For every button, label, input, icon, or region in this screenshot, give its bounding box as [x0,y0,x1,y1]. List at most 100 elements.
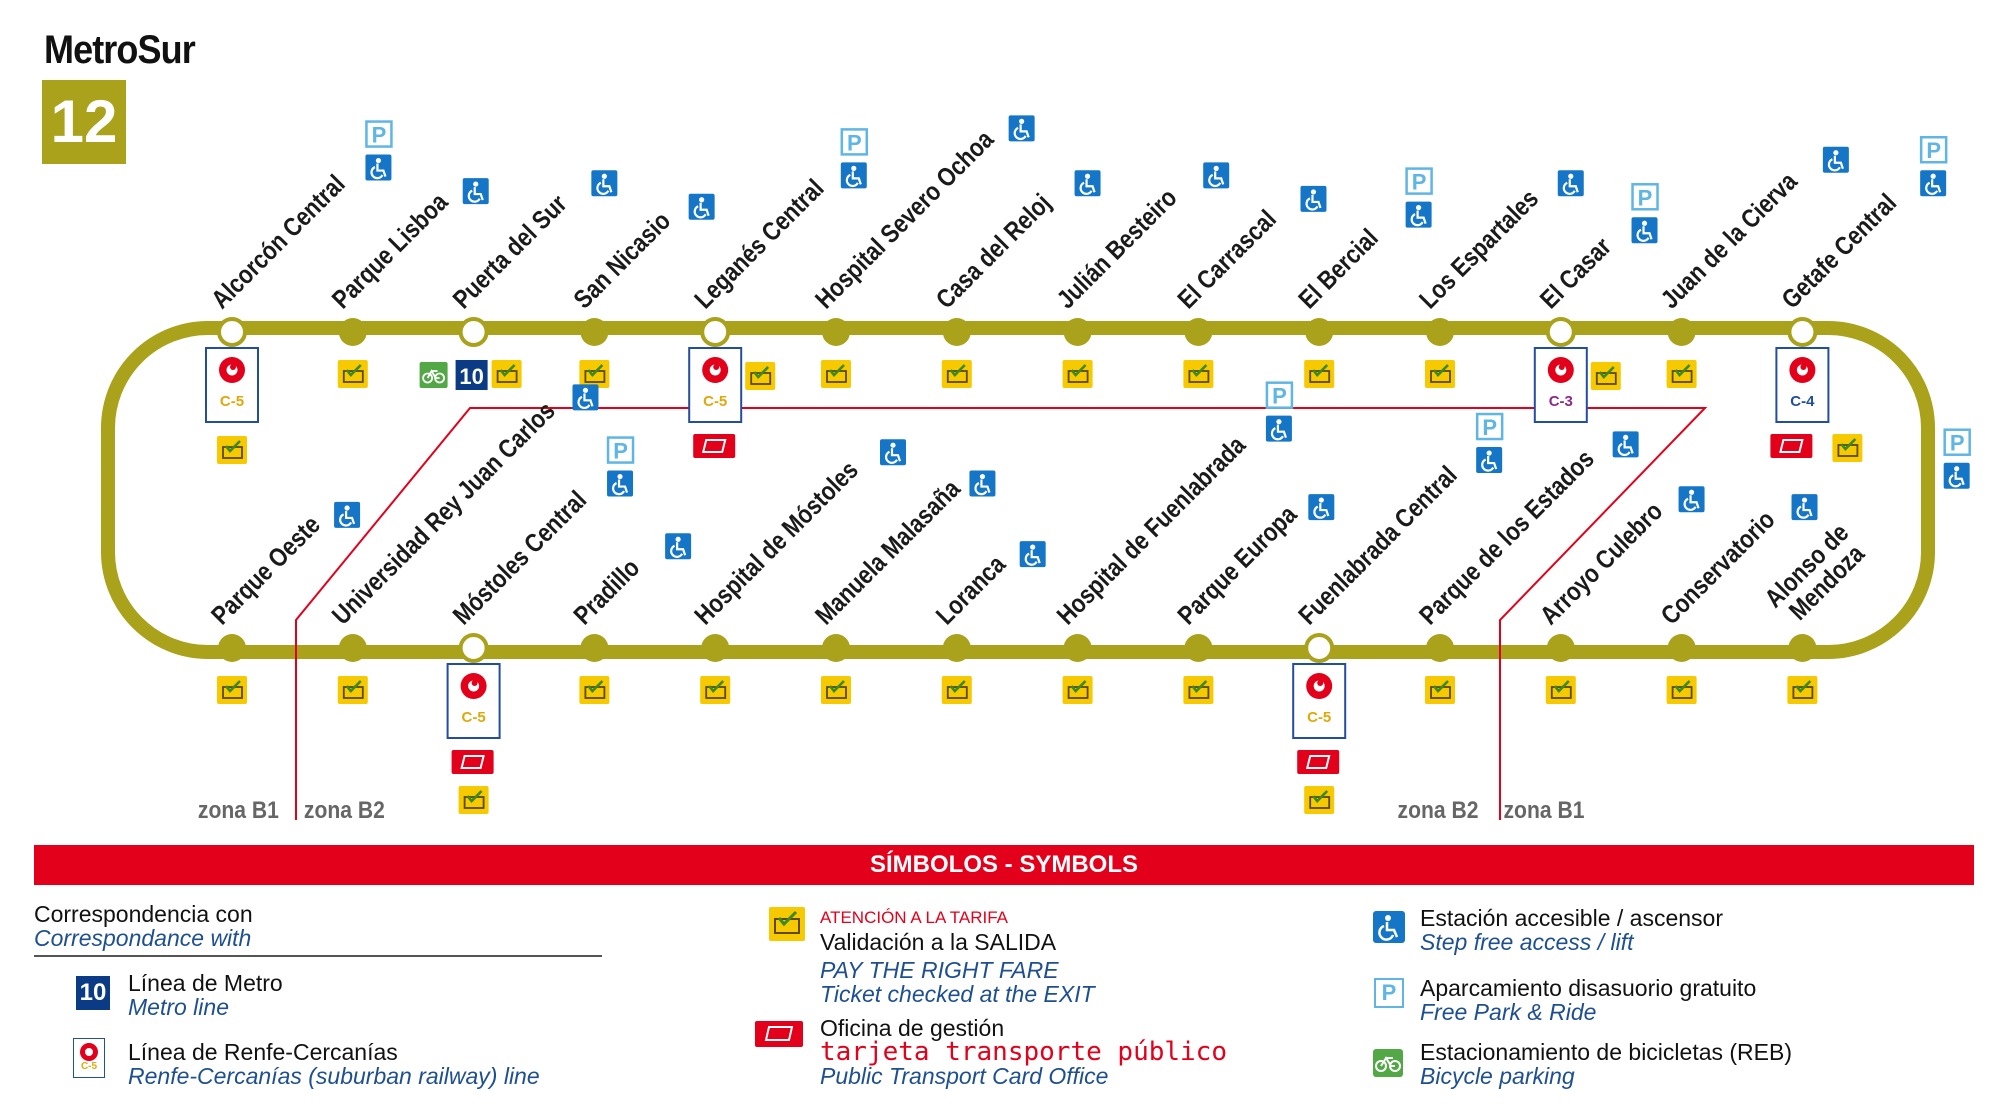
station-alcorcon-central-interchange-marker[interactable] [217,317,247,347]
parking-icon: P [365,120,393,148]
fare-validation-icon [1666,360,1697,388]
legend-fare: ATENCIÓN A LA TARIFA Validación a la SAL… [820,906,1095,1006]
renfe-line-label: C-5 [462,709,486,726]
station-hospital-de-mostoles-marker[interactable] [701,634,730,662]
station-los-espartales-marker[interactable] [1426,318,1454,346]
parking-icon: P [1475,412,1504,441]
accessible-icon [1557,170,1584,197]
station-hospital-severo-ochoa-marker[interactable] [822,318,850,346]
station-el-casar-interchange-marker[interactable] [1545,317,1576,347]
zona-b2-east-label: zona B2 [1398,797,1479,824]
parking-icon: P [840,128,869,156]
renfe-logo-icon [80,1043,98,1061]
legend-correspondence: Correspondencia con Correspondance with [34,902,253,950]
fare-validation-icon [491,360,522,388]
station-name: Puerta del Sur [448,189,573,314]
station-mostoles-central-interchange-marker[interactable] [458,633,489,663]
station-name: El Carrascal [1172,205,1282,315]
station-parque-europa-marker[interactable] [1184,634,1213,662]
legend-office-card: tarjeta transporte público [820,1037,1227,1067]
accessible-icon [1300,185,1327,212]
legend-correspondence-en: Correspondance with [34,925,252,951]
metro-interchange-box: 10 [455,360,488,390]
svg-text:P: P [1412,170,1427,195]
accessible-icon [365,154,392,181]
legend-fare-en2: Ticket checked at the EXIT [820,981,1095,1007]
fare-validation-icon [1832,434,1863,462]
station-parque-oeste-marker[interactable] [218,634,246,662]
station-name: Conservatorio [1656,505,1781,630]
station-juan-de-la-cierva-marker[interactable] [1667,318,1696,346]
accessible-icon [688,193,715,220]
station-alonso-de-mendoza-marker[interactable] [1788,634,1817,662]
renfe-line-sample-icon: C-5 [73,1038,105,1078]
card-office-icon [755,1021,803,1047]
accessible-icon [1791,494,1818,521]
station-el-carrascal-marker[interactable] [1184,318,1213,346]
accessible-icon [1476,447,1503,474]
station-parque-lisboa-marker[interactable] [338,318,367,346]
fare-validation-icon [700,676,731,704]
fare-validation-icon [821,676,851,704]
station-julian-besteiro-marker[interactable] [1063,318,1092,346]
station-universidad-rey-juan-carlos-marker[interactable] [338,634,367,662]
accessible-icon [880,439,906,466]
station-el-bercial-marker[interactable] [1305,318,1334,346]
renfe-sample-label: C-5 [80,1061,98,1072]
svg-text:P: P [1272,384,1287,409]
map-title: MetroSur [44,28,196,72]
legend-park-en: Free Park & Ride [1420,999,1597,1025]
station-parque-de-los-estados-marker[interactable] [1426,634,1454,662]
accessible-icon [572,384,599,411]
fare-validation-icon [745,362,776,390]
station-name: Casa del Reloj [931,188,1057,314]
accessible-icon [1678,486,1705,513]
accessible-icon [665,533,692,560]
renfe-interchange-box: C-3 [1533,347,1588,423]
station-manuela-malasana-marker[interactable] [822,634,850,662]
accessible-icon [1920,170,1947,197]
station-getafe-central-interchange-marker[interactable] [1787,317,1818,347]
station-loranca-marker[interactable] [942,634,971,662]
legend-bike: Estacionamiento de bicicletas (REB) Bicy… [1420,1040,1792,1088]
station-puerta-del-sur-interchange-marker[interactable] [458,317,489,347]
legend-fare-warning: ATENCIÓN A LA TARIFA [820,908,1009,927]
zone-boundary-east-line [1499,407,1708,820]
station-hospital-de-fuenlabrada-marker[interactable] [1063,634,1092,662]
fare-validation-icon [217,676,247,704]
fare-validation-icon [1304,360,1335,388]
legend-access-es: Estación accesible / ascensor [1420,905,1723,931]
card-office-icon [693,434,736,458]
line-12-track [101,321,1935,659]
station-arroyo-culebro-marker[interactable] [1546,634,1575,662]
zone-boundary-west [232,400,700,440]
zona-b1-east-label: zona B1 [1504,797,1585,824]
fare-validation-icon [1062,676,1093,704]
accessible-icon [1308,494,1335,521]
legend-office-en: Public Transport Card Office [820,1063,1109,1089]
renfe-line-label: C-3 [1549,393,1573,410]
parking-icon: P [1374,978,1404,1008]
fare-validation-icon [337,676,368,704]
renfe-interchange-box: C-5 [446,663,501,739]
line-number-badge: 12 [42,80,126,164]
fare-validation-icon [769,907,805,941]
parking-icon: P [1265,381,1294,409]
station-san-nicasio-marker[interactable] [580,318,609,346]
fare-validation-icon [1590,362,1621,390]
station-leganes-central-interchange-marker[interactable] [700,317,731,347]
renfe-line-label: C-5 [1307,709,1331,726]
station-pradillo-marker[interactable] [580,634,609,662]
station-name: Parque Lisboa [327,187,454,314]
metro-line-sample-icon: 10 [76,976,110,1010]
station-name: Los Espartales [1414,184,1544,314]
station-fuenlabrada-central-interchange-marker[interactable] [1304,633,1335,663]
parking-icon: P [1919,135,1948,164]
fare-validation-icon [458,786,489,814]
station-conservatorio-marker[interactable] [1667,634,1696,662]
fare-validation-icon [579,360,610,388]
station-casa-del-reloj-marker[interactable] [942,318,971,346]
